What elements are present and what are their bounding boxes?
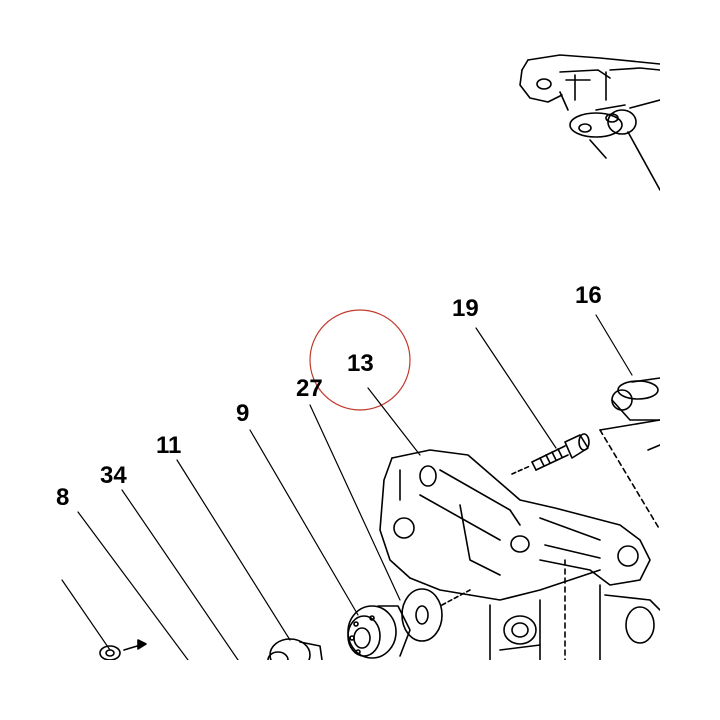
callout-27: 27 bbox=[296, 375, 323, 402]
callout-8: 8 bbox=[56, 484, 70, 511]
leader-line-9 bbox=[249, 429, 359, 616]
highlight-circle bbox=[309, 309, 411, 411]
callout-16: 16 bbox=[575, 282, 602, 309]
leader-line-extra bbox=[61, 579, 111, 651]
leader-line-27 bbox=[309, 404, 401, 601]
leader-line-16 bbox=[595, 314, 633, 376]
callout-34: 34 bbox=[100, 462, 127, 489]
diagram-frame: 8 34 11 9 27 13 19 16 bbox=[56, 54, 660, 660]
part-11-roller bbox=[267, 638, 323, 660]
callout-13: 13 bbox=[347, 350, 374, 377]
part-16-bushing bbox=[599, 377, 660, 531]
part-13-bracket bbox=[379, 449, 660, 660]
part-27-washer bbox=[401, 588, 471, 642]
leader-line-19 bbox=[475, 327, 557, 449]
leader-line-13 bbox=[367, 387, 421, 456]
callout-9: 9 bbox=[236, 400, 250, 427]
callout-11: 11 bbox=[156, 432, 182, 459]
leader-line-8 bbox=[77, 511, 189, 660]
part-8-nut bbox=[99, 639, 147, 660]
exploded-parts-drawing bbox=[61, 54, 660, 660]
part-19-bolt bbox=[511, 433, 590, 475]
upper-flange-assembly bbox=[519, 54, 660, 191]
part-9-bearing bbox=[347, 605, 411, 659]
leader-line-11 bbox=[176, 459, 291, 641]
leader-lines bbox=[61, 314, 633, 660]
callout-19: 19 bbox=[452, 295, 479, 322]
leader-line-34 bbox=[121, 489, 239, 660]
